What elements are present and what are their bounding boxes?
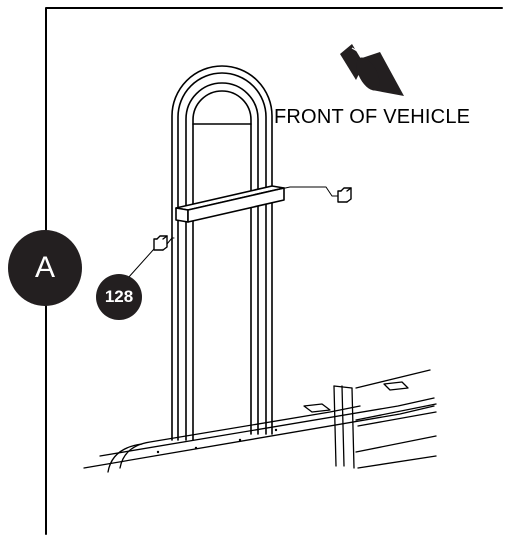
front-direction-arrow-icon [340, 44, 404, 96]
part-number-callout: 128 [96, 274, 142, 320]
callout-leader [127, 248, 155, 279]
detail-callout-a: A [8, 230, 82, 306]
front-of-vehicle-label: FRONT OF VEHICLE [274, 106, 471, 128]
grab-bar-loop [171, 65, 273, 441]
leader-line-right [275, 186, 339, 197]
vehicle-body [83, 369, 437, 473]
clip-icon [153, 235, 168, 251]
detail-frame [45, 7, 503, 535]
leader-line-left [166, 237, 175, 245]
floor-marks [156, 428, 278, 454]
crossbar [175, 185, 285, 223]
clip-icon [337, 187, 352, 203]
